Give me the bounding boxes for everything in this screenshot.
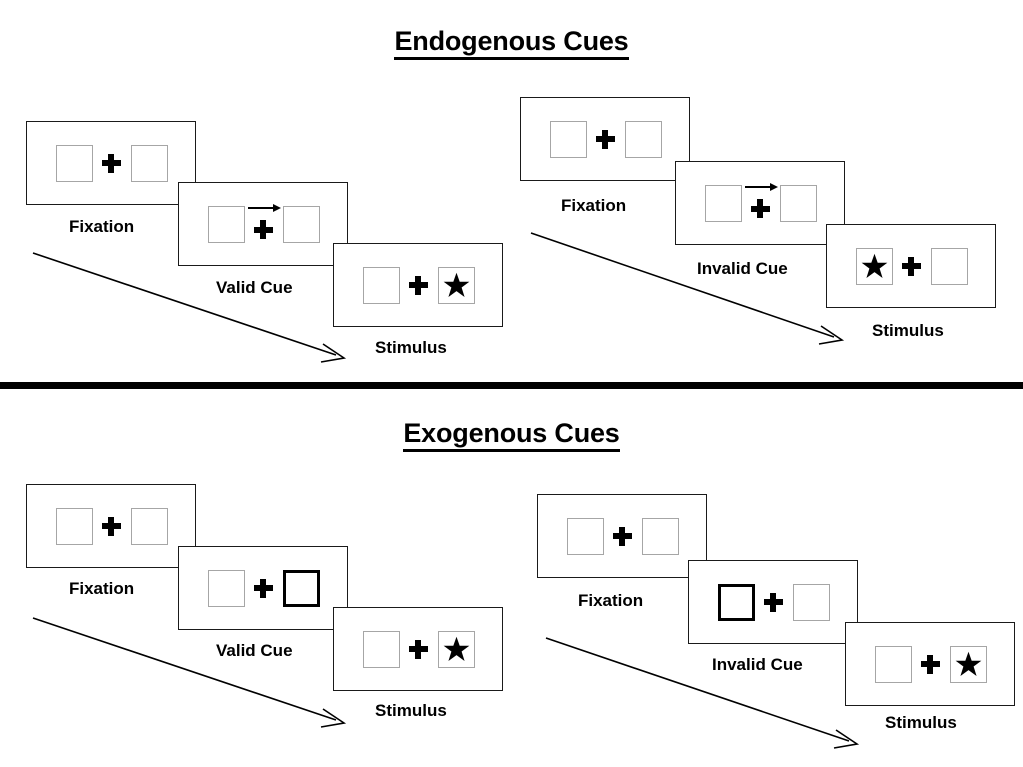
caption-endogenous-valid-fixation: Fixation [69, 217, 135, 236]
plus-icon [750, 199, 770, 218]
star-icon [955, 651, 982, 678]
caption-endogenous-valid-cue: Valid Cue [216, 278, 293, 297]
target-box-left [856, 248, 893, 285]
caption-exogenous-valid-cue: Valid Cue [216, 641, 293, 660]
arrow-right-icon [744, 180, 778, 192]
time-arrow-icon [545, 637, 860, 749]
plus-icon [253, 220, 273, 239]
section-title-exogenous: Exogenous Cues [0, 418, 1023, 452]
plus-icon [408, 275, 428, 295]
placeholder-box-right [131, 145, 168, 182]
panel-exogenous-invalid-stimulus [845, 622, 1015, 706]
plus-icon [763, 592, 783, 612]
caption-exogenous-valid-stimulus: Stimulus [375, 701, 447, 720]
plus-icon [253, 578, 273, 598]
placeholder-box-right [131, 508, 168, 545]
caption-endogenous-invalid-fixation: Fixation [561, 196, 627, 215]
panel-endogenous-invalid-cue [675, 161, 845, 245]
arrow-right-icon [247, 201, 281, 213]
target-box-right [438, 631, 475, 668]
panel-exogenous-valid-stimulus [333, 607, 503, 691]
section-title-endogenous-text: Endogenous Cues [394, 26, 629, 60]
plus-icon [101, 153, 121, 173]
placeholder-box-right [625, 121, 662, 158]
cued-box-left [718, 584, 755, 621]
placeholder-box-left [208, 206, 245, 243]
panel-endogenous-invalid-stimulus [826, 224, 996, 308]
plus-icon [101, 516, 121, 536]
placeholder-box-left [363, 267, 400, 304]
panel-exogenous-invalid-cue [688, 560, 858, 644]
caption-endogenous-invalid-cue: Invalid Cue [697, 259, 788, 278]
placeholder-box-left [550, 121, 587, 158]
panel-exogenous-valid-cue [178, 546, 348, 630]
panel-exogenous-valid-fixation [26, 484, 196, 568]
panel-endogenous-valid-fixation [26, 121, 196, 205]
placeholder-box-left [56, 508, 93, 545]
star-icon [443, 272, 470, 299]
plus-icon [920, 654, 940, 674]
section-title-exogenous-text: Exogenous Cues [403, 418, 620, 452]
star-icon [443, 636, 470, 663]
placeholder-box-left [363, 631, 400, 668]
placeholder-box-right [283, 206, 320, 243]
caption-exogenous-valid-fixation: Fixation [69, 579, 135, 598]
placeholder-box-left [567, 518, 604, 555]
caption-endogenous-valid-stimulus: Stimulus [375, 338, 447, 357]
plus-icon [901, 256, 921, 276]
panel-endogenous-valid-cue [178, 182, 348, 266]
placeholder-box-right [642, 518, 679, 555]
placeholder-box-left [56, 145, 93, 182]
placeholder-box-left [208, 570, 245, 607]
target-box-right [438, 267, 475, 304]
caption-endogenous-invalid-stimulus: Stimulus [872, 321, 944, 340]
target-box-right [950, 646, 987, 683]
placeholder-box-left [705, 185, 742, 222]
star-icon [861, 253, 888, 280]
panel-exogenous-invalid-fixation [537, 494, 707, 578]
placeholder-box-left [875, 646, 912, 683]
caption-exogenous-invalid-stimulus: Stimulus [885, 713, 957, 732]
section-title-endogenous: Endogenous Cues [0, 26, 1023, 60]
cued-box-right [283, 570, 320, 607]
panel-endogenous-invalid-fixation [520, 97, 690, 181]
caption-exogenous-invalid-cue: Invalid Cue [712, 655, 803, 674]
panel-endogenous-valid-stimulus [333, 243, 503, 327]
section-divider [0, 382, 1023, 389]
caption-exogenous-invalid-fixation: Fixation [578, 591, 644, 610]
placeholder-box-right [793, 584, 830, 621]
plus-icon [595, 129, 615, 149]
placeholder-box-right [780, 185, 817, 222]
plus-icon [408, 639, 428, 659]
placeholder-box-right [931, 248, 968, 285]
plus-icon [612, 526, 632, 546]
